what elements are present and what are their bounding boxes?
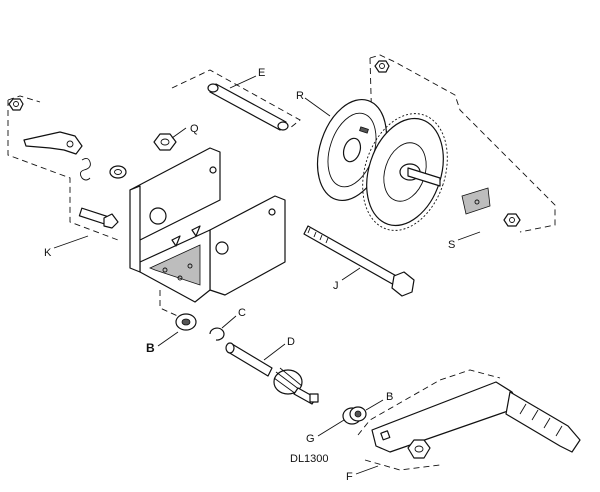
label-d: D (287, 336, 295, 348)
pinion-shaft-d (225, 342, 319, 405)
pawl-nut (109, 165, 127, 179)
leader-lines (53, 75, 481, 475)
drum-gear (362, 113, 448, 231)
winch-frame (129, 147, 286, 303)
label-f: F (346, 471, 353, 483)
label-e: E (258, 67, 265, 79)
hex-nut-top-left (8, 98, 24, 111)
part-labels: E R Q K S J C B D B G F DL1300 (44, 67, 455, 483)
pawl-assembly (8, 98, 127, 229)
label-b-left: B (146, 341, 155, 355)
label-j: J (333, 280, 339, 292)
lock-s (374, 60, 521, 227)
label-b-right: B (386, 391, 393, 403)
label-c: C (238, 307, 246, 319)
shaft-e (207, 83, 289, 131)
model-number: DL1300 (290, 453, 329, 465)
label-k: K (44, 247, 52, 259)
label-q: Q (190, 123, 199, 135)
bushing-g (342, 406, 367, 425)
bolt-j (303, 225, 415, 297)
assembly-guide-lines (7, 54, 556, 471)
hex-nut-s (503, 213, 521, 227)
label-s: S (448, 239, 455, 251)
bolt-k (78, 207, 119, 229)
label-g: G (306, 433, 315, 445)
crank-handle-f (371, 381, 581, 459)
hex-nut-q (153, 133, 177, 151)
clip-c (209, 327, 225, 341)
pawl-arm (23, 131, 83, 155)
label-r: R (296, 90, 304, 102)
bushing-b-left (175, 313, 197, 331)
pawl-spring (79, 157, 91, 181)
hex-nut-top-right (374, 60, 390, 73)
